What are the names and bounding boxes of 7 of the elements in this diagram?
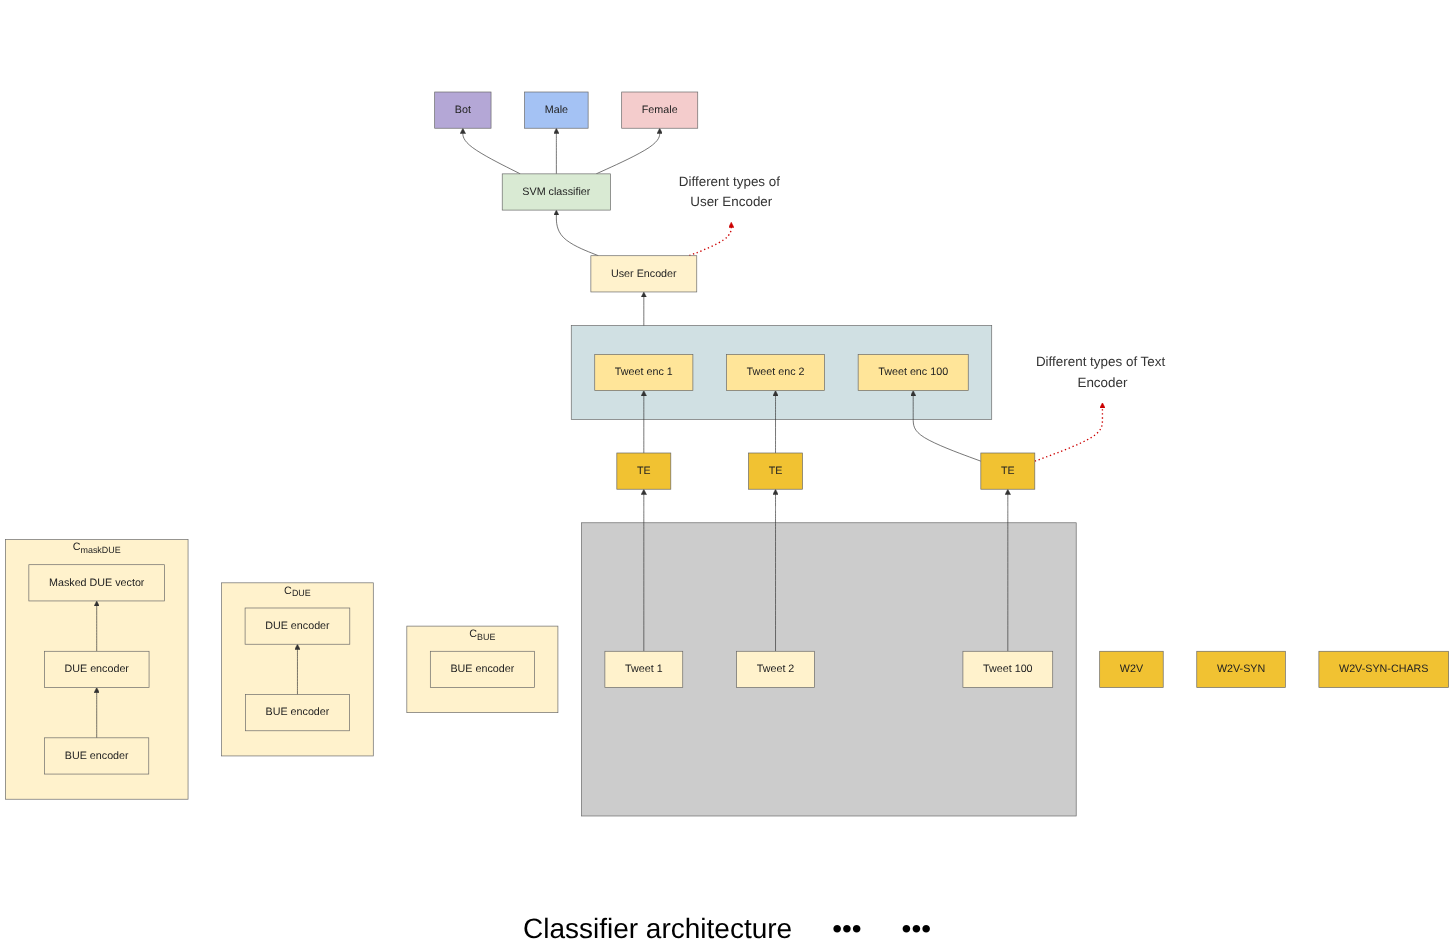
cluster: [570, 325, 993, 420]
arrow: [688, 221, 735, 257]
cluster: [581, 522, 1077, 817]
ellipsis-label: •••: [832, 912, 862, 944]
arrow: [1034, 402, 1106, 462]
ellipsis-label: •••: [901, 912, 932, 944]
caption: Classifier architecture: [522, 912, 793, 944]
